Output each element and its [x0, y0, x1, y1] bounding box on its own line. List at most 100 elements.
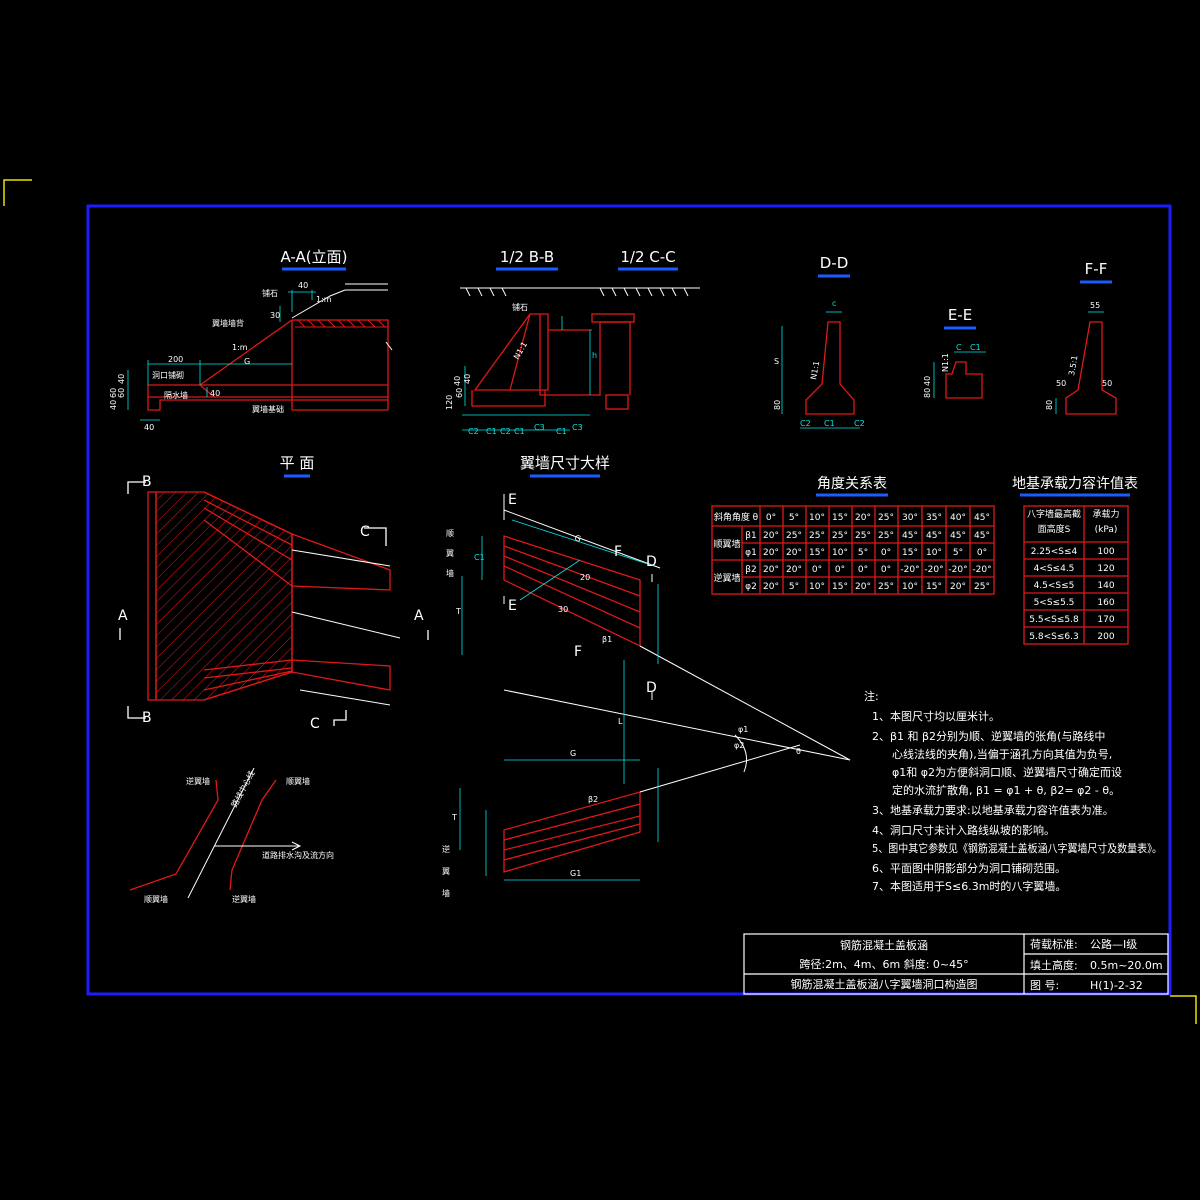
- svg-text:5.5<S≤5.8: 5.5<S≤5.8: [1029, 615, 1079, 625]
- svg-text:4.5<S≤5: 4.5<S≤5: [1034, 581, 1075, 591]
- svg-text:5.8<S≤6.3: 5.8<S≤6.3: [1029, 632, 1078, 642]
- notes: 注: 1、本图尺寸均以厘米计。 2、β1 和 β2分别为顺、逆翼墙的张角(与路线…: [864, 689, 1162, 893]
- svg-text:10°: 10°: [832, 548, 848, 558]
- svg-text:C1: C1: [486, 427, 497, 436]
- title-load-value: 公路—Ⅰ级: [1090, 938, 1137, 951]
- svg-text:25°: 25°: [878, 582, 894, 592]
- svg-text:β1: β1: [745, 531, 756, 541]
- detail-c1: C1: [474, 553, 485, 562]
- svg-text:45°: 45°: [950, 531, 966, 541]
- sketch-reverse-wing: 逆翼墙: [186, 776, 210, 786]
- detail-bottom-wing-label: 逆 翼 墙: [442, 844, 450, 898]
- svg-text:10°: 10°: [809, 513, 825, 523]
- svg-text:墙: 墙: [442, 888, 450, 898]
- detail-d30: 30: [558, 605, 568, 614]
- detail-t: T: [455, 607, 461, 616]
- detail-g-bottom: G: [570, 749, 576, 758]
- section-ee: C C1 N1:1 40 80: [923, 343, 986, 399]
- dd-c1: C1: [824, 419, 835, 428]
- svg-text:5°: 5°: [858, 548, 868, 558]
- bearing-table-title: 地基承载力容许值表: [1012, 475, 1138, 492]
- svg-text:60: 60: [117, 388, 126, 398]
- svg-text:140: 140: [1097, 581, 1114, 591]
- note-2b: 心线法线的夹角),当偏于涵孔方向其值为负号,: [892, 747, 1112, 761]
- svg-text:20°: 20°: [763, 582, 779, 592]
- svg-text:25°: 25°: [878, 513, 894, 523]
- svg-text:160: 160: [1097, 598, 1114, 608]
- wing-detail: E E F F D D 顺 翼 墙 逆 翼 墙 G T T G G1 L C1 …: [442, 492, 851, 898]
- title-fill-value: 0.5m~20.0m: [1090, 959, 1163, 972]
- bb-bottom-dims: C2 C1 C2 C1 C3 C1 C3: [468, 423, 583, 436]
- section-dd: c S N1:1 80 C2 C1 C2: [773, 299, 865, 429]
- dd-c2a: C2: [800, 419, 811, 428]
- svg-text:15°: 15°: [832, 582, 848, 592]
- drawing-border: [86, 204, 1172, 996]
- svg-text:20°: 20°: [855, 582, 871, 592]
- angle-group-reverse: 逆翼墙: [713, 572, 740, 584]
- aa-dim-200: 200: [168, 355, 183, 364]
- detail-b1: β1: [602, 635, 612, 644]
- note-4: 4、洞口尺寸未计入路线纵坡的影响。: [872, 823, 1055, 837]
- view-title-dd: D-D: [820, 254, 849, 272]
- detail-g: G: [573, 533, 582, 543]
- ee-c: C: [956, 343, 962, 352]
- svg-text:200: 200: [1097, 632, 1114, 642]
- note-2: 2、β1 和 β2分别为顺、逆翼墙的张角(与路线中: [872, 729, 1105, 743]
- note-2d: 定的水流扩散角, β1 = φ1 + θ, β2= φ2 - θ。: [892, 783, 1120, 797]
- svg-text:β2: β2: [745, 565, 756, 575]
- aa-dim-g: G: [244, 357, 250, 366]
- detail-phi1: φ1: [738, 725, 748, 734]
- aa-wing-top: 翼墙墙背: [212, 318, 244, 328]
- svg-text:25°: 25°: [878, 531, 894, 541]
- svg-text:20°: 20°: [950, 582, 966, 592]
- dd-s: S: [774, 357, 779, 366]
- view-title-bb: 1/2 B-B: [500, 248, 554, 266]
- svg-text:20°: 20°: [763, 548, 779, 558]
- svg-text:45°: 45°: [974, 513, 990, 523]
- angle-row-phi1: φ1 20° 20° 15° 10° 5° 0° 15° 10° 5° 0°: [745, 548, 987, 558]
- plan-mark-b-top: B: [142, 474, 152, 490]
- svg-text:C2: C2: [500, 427, 511, 436]
- svg-text:25°: 25°: [786, 531, 802, 541]
- svg-text:40°: 40°: [950, 513, 966, 523]
- view-title-aa: A-A(立面): [281, 248, 348, 266]
- ee-slope: N1:1: [941, 353, 950, 372]
- svg-text:翼: 翼: [442, 867, 450, 876]
- svg-text:20°: 20°: [855, 513, 871, 523]
- angle-row-phi2: φ2 20° 5° 10° 15° 20° 25° 10° 15° 20° 25…: [745, 582, 990, 592]
- title-line3: 钢筋混凝土盖板涵八字翼墙洞口构造图: [791, 977, 978, 991]
- section-bb-cc: 铺石 N1:1 h 40 60 120 40 C2 C1 C2 C1 C3 C1…: [445, 287, 700, 436]
- svg-text:35°: 35°: [926, 513, 942, 523]
- svg-text:20°: 20°: [763, 531, 779, 541]
- svg-text:15°: 15°: [926, 582, 942, 592]
- sketch-road-center: 路线中心线: [229, 769, 257, 809]
- sketch-forward-wing: 顺翼墙: [286, 776, 310, 786]
- svg-text:15°: 15°: [809, 548, 825, 558]
- note-2c: φ1和 φ2为方便斜洞口顺、逆翼墙尺寸确定而设: [892, 765, 1122, 779]
- svg-text:C1: C1: [556, 427, 567, 436]
- detail-theta: θ: [796, 747, 801, 756]
- svg-text:30°: 30°: [902, 513, 918, 523]
- svg-text:0°: 0°: [812, 565, 822, 575]
- svg-text:C1: C1: [514, 427, 525, 436]
- svg-text:45°: 45°: [902, 531, 918, 541]
- svg-text:5°: 5°: [789, 513, 799, 523]
- ff-right: 50: [1102, 379, 1112, 388]
- plan-mark-c-top: C: [360, 524, 370, 540]
- dd-slope: N1:1: [809, 360, 821, 380]
- svg-text:0°: 0°: [766, 513, 776, 523]
- aa-dim-b40: 40: [144, 423, 154, 432]
- svg-text:120: 120: [1097, 564, 1114, 574]
- angle-header-label: 斜角角度 θ: [714, 511, 759, 523]
- angle-header: 0° 5° 10° 15° 20° 25° 30° 35° 40° 45°: [766, 513, 990, 523]
- svg-text:40: 40: [453, 376, 462, 386]
- svg-text:-20°: -20°: [948, 565, 967, 575]
- angle-row-b1: β1 20° 25° 25° 25° 25° 25° 45° 45° 45° 4…: [745, 531, 990, 541]
- svg-text:逆: 逆: [442, 844, 450, 854]
- notes-title: 注:: [864, 689, 879, 703]
- svg-text:45°: 45°: [974, 531, 990, 541]
- svg-text:40: 40: [117, 374, 126, 384]
- dd-c: c: [832, 299, 836, 308]
- sketch-reverse-wing2: 逆翼墙: [232, 894, 256, 904]
- bearing-rows: 2.25<S≤4 100 4<S≤4.5 120 4.5<S≤5 140 5<S…: [1029, 547, 1115, 642]
